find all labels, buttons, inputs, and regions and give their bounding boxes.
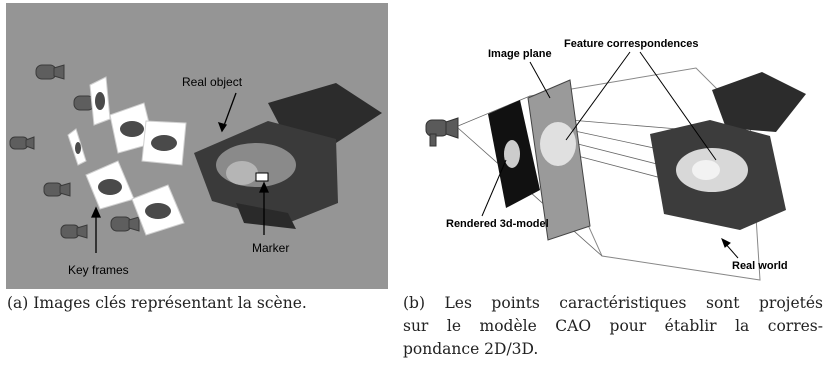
- figure-b-caption: (b) Les points caractéristiques sont pro…: [403, 292, 823, 361]
- real-world-label: Real world: [732, 260, 788, 272]
- caption-line: sur le modèle CAO pour établir la corres…: [403, 317, 823, 335]
- image-plane-label: Image plane: [488, 48, 552, 60]
- figure-b-image: Image plane Feature correspondences Rend…: [420, 10, 820, 290]
- camera-icon: [60, 224, 88, 239]
- key-frames-label: Key frames: [68, 263, 129, 277]
- marker-label: Marker: [252, 241, 290, 255]
- camera-icon: [110, 216, 140, 232]
- caption-line: pondance 2D/3D.: [403, 340, 539, 358]
- car-3d-model: [650, 72, 806, 230]
- figure-a-caption: (a) Images clés représentant la scène.: [7, 294, 307, 312]
- camera-icon: [425, 117, 459, 147]
- figure-b-scene: [425, 51, 806, 281]
- caption-line: (b) Les points caractéristiques sont pro…: [403, 294, 823, 312]
- camera-icon: [43, 182, 71, 197]
- car-engine-object: [194, 83, 382, 229]
- figure-a-scene: [9, 64, 382, 253]
- marker-square: [255, 172, 269, 182]
- camera-icon: [35, 64, 65, 80]
- figure-a-image: Real object Marker Key frames: [6, 3, 388, 289]
- rendered-3d-model-label: Rendered 3d-model: [446, 218, 549, 230]
- real-object-label: Real object: [182, 75, 243, 89]
- camera-icon: [9, 136, 35, 150]
- feature-correspondences-label: Feature correspondences: [564, 38, 699, 50]
